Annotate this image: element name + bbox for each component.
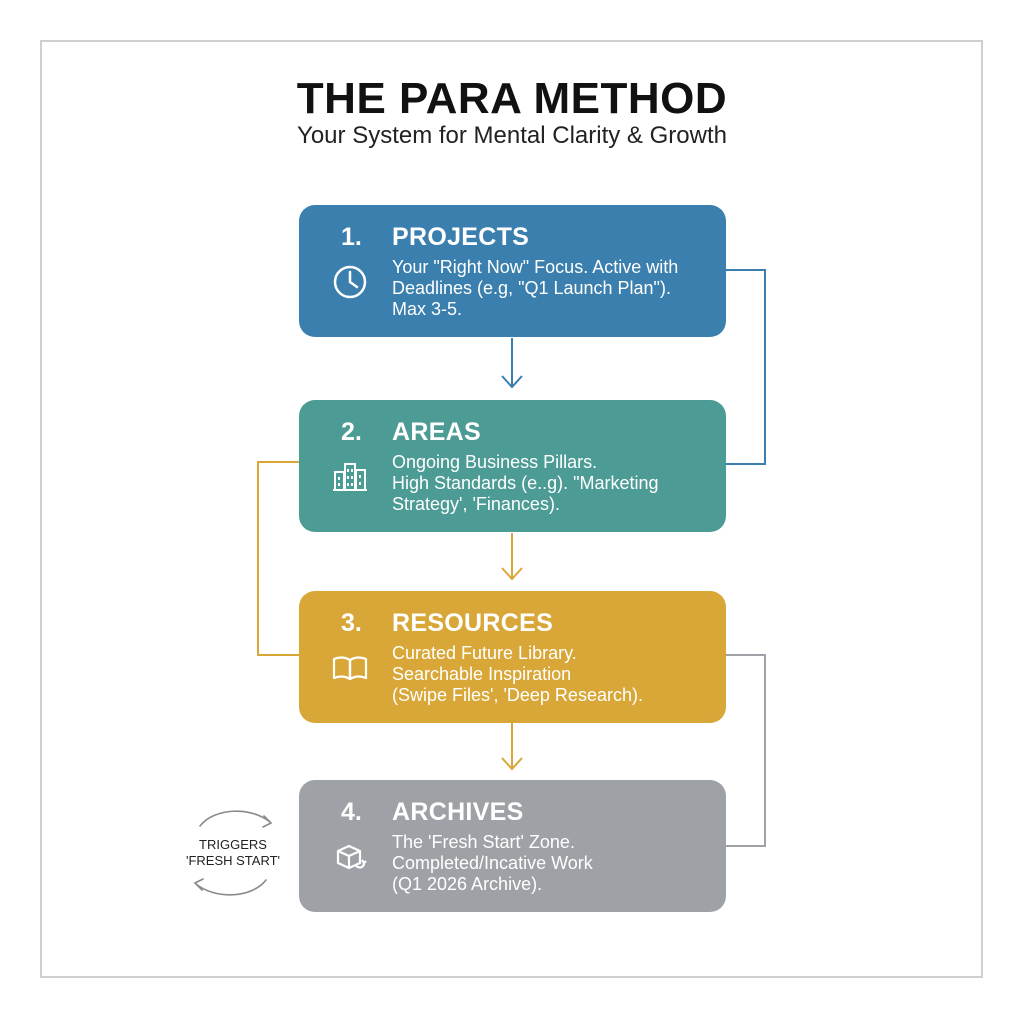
desc-line: Searchable Inspiration (392, 664, 572, 684)
card-number: 1. (341, 223, 362, 251)
card-number: 3. (341, 609, 362, 637)
box-icon (336, 844, 367, 870)
link-areas-resources (257, 461, 299, 656)
desc-line: Your "Right Now" Focus. Active with (392, 257, 679, 277)
desc-line: Ongoing Business Pillars. (392, 452, 598, 472)
card-archives: 4. ARCHIVES The 'Fresh Start' Zone. Comp… (299, 780, 726, 912)
refresh-cycle-icon (193, 810, 273, 896)
card-title: ARCHIVES (392, 798, 524, 826)
card-number: 4. (341, 798, 362, 826)
desc-line: High Standards (e..g). "Marketing (392, 473, 659, 493)
desc-line: Deadlines (e.g, "Q1 Launch Plan"). (392, 278, 671, 298)
card-description: The 'Fresh Start' Zone. Completed/Incati… (392, 832, 722, 895)
desc-line: Curated Future Library. (392, 643, 577, 663)
buildings-icon (333, 463, 367, 491)
arrow-resources-to-archives (501, 723, 523, 771)
trigger-line: 'FRESH START' (185, 853, 281, 868)
desc-line: Strategy', 'Finances). (392, 494, 560, 514)
card-areas: 2. AREAS Ongoing Business Pillars. (299, 400, 726, 532)
card-number: 2. (341, 418, 362, 446)
fresh-start-trigger: TRIGGERS 'FRESH START' (178, 800, 288, 905)
card-title: AREAS (392, 418, 482, 446)
card-projects: 1. PROJECTS Your "Right Now" Focus. Acti… (299, 205, 726, 337)
card-resources: 3. RESOURCES Curated Future Library. Sea… (299, 591, 726, 723)
page-subtitle: Your System for Mental Clarity & Growth (297, 122, 727, 149)
desc-line: The 'Fresh Start' Zone. (392, 832, 575, 852)
book-icon (332, 656, 368, 681)
card-description: Your "Right Now" Focus. Active with Dead… (392, 257, 722, 320)
desc-line: Max 3-5. (392, 299, 463, 319)
trigger-label: TRIGGERS 'FRESH START' (178, 837, 288, 869)
page-title: THE PARA METHOD (296, 74, 728, 123)
link-resources-archives (726, 654, 766, 847)
arrow-projects-to-areas (501, 338, 523, 389)
trigger-line: TRIGGERS (199, 837, 267, 852)
clock-icon (333, 265, 367, 299)
card-description: Curated Future Library. Searchable Inspi… (392, 643, 722, 706)
desc-line: (Q1 2026 Archive). (392, 874, 543, 894)
card-description: Ongoing Business Pillars. High Standards… (392, 452, 722, 515)
desc-line: (Swipe Files', 'Deep Research). (392, 685, 643, 705)
card-title: RESOURCES (392, 609, 554, 637)
arrow-areas-to-resources (501, 533, 523, 581)
card-title: PROJECTS (392, 223, 530, 251)
desc-line: Completed/Incative Work (392, 853, 593, 873)
link-projects-areas (726, 269, 766, 465)
outer-frame (40, 40, 983, 978)
